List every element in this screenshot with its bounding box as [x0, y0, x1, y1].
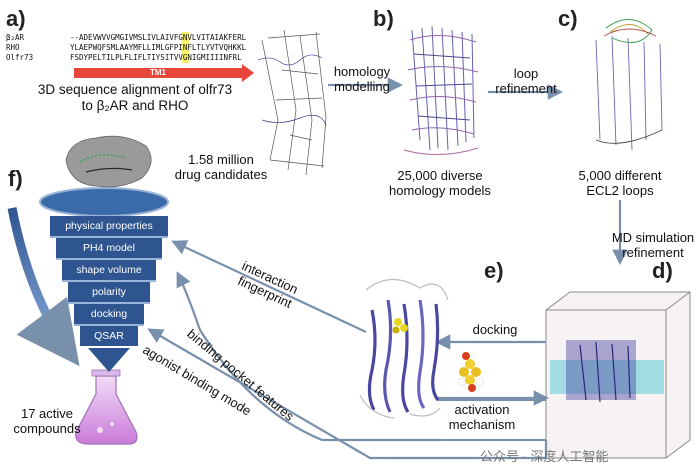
seq-b2ar: --ADEVWVVGMGIVMSLIVLAIVFGNVLVITAIAKFERL	[70, 33, 247, 42]
arrow-label-homology-2: modelling	[334, 79, 390, 94]
funnel-step-shape-volume: shape volume	[62, 260, 156, 282]
arrow-label-activation-1: activation	[454, 402, 510, 417]
result-line1: 17 active	[20, 406, 74, 421]
funnel-tip	[88, 348, 130, 372]
panel-label-f: f)	[8, 166, 23, 191]
tm1-bar: TM1	[74, 64, 254, 82]
funnel-step-docking: docking	[74, 304, 144, 326]
arrow-label-loop-1: loop	[513, 66, 539, 81]
seq-rho: YLAEPWQFSMLAAYMFLLIMLGFPINFLTLYVTVQHKKL	[70, 43, 247, 52]
caption-b-line1: 25,000 diverse	[397, 168, 483, 183]
funnel-step-ph4-model: PH4 model	[56, 238, 162, 260]
caption-f-line1: 1.58 million	[188, 152, 254, 167]
caption-c-line2: ECL2 loops	[586, 183, 654, 198]
caption-f-line2: drug candidates	[174, 167, 268, 182]
funnel-step-polarity: polarity	[68, 282, 150, 304]
panel-label-d: d)	[652, 258, 673, 283]
arrow-label-activation-2: mechanism	[448, 417, 516, 432]
caption-c-line1: 5,000 different	[578, 168, 662, 183]
seq-name-b2ar: β₂AR	[6, 33, 25, 42]
ligand-molecule	[458, 352, 484, 392]
panel-label-c: c)	[558, 6, 578, 31]
arrow-label-md-2: refinement	[622, 245, 684, 260]
docked-protein-e	[359, 278, 449, 419]
wireframe-protein-a	[257, 29, 327, 176]
panel-label-e: e)	[484, 258, 504, 283]
ecl2-loops-structure	[595, 19, 663, 151]
homology-models-ensemble	[403, 25, 479, 156]
seq-olfr73: FSDYPELTILPLFLIFLTIYSITVVGNIGMIIIINFRL	[70, 53, 242, 62]
arrow-label-homology-1: homology	[333, 64, 391, 79]
caption-a-line2: to β₂AR and RHO	[81, 98, 189, 113]
seq-name-olfr73: Olfr73	[6, 53, 34, 62]
caption-a-line1: 3D sequence alignment of olfr73	[37, 82, 233, 97]
result-line2: compounds	[13, 421, 81, 436]
seq-name-rho: RHO	[6, 43, 20, 52]
funnel-step-qsar: QSAR	[80, 326, 138, 346]
arrow-label-md-1: MD simulation	[611, 230, 695, 245]
panel-label-a: a)	[6, 6, 26, 31]
conserved-residue-highlight	[182, 32, 189, 63]
panel-label-b: b)	[373, 6, 394, 31]
caption-b-line2: homology models	[389, 183, 491, 198]
md-simulation-box	[545, 291, 691, 459]
watermark: 公众号 · 深度人工智能	[480, 449, 609, 464]
arrow-label-docking: docking	[472, 322, 518, 337]
funnel-step-physical-properties: physical properties	[50, 216, 168, 238]
arrow-label-loop-2: refinement	[495, 81, 557, 96]
ligand-in-pocket	[392, 318, 408, 334]
binding-pocket-surface	[65, 135, 152, 188]
